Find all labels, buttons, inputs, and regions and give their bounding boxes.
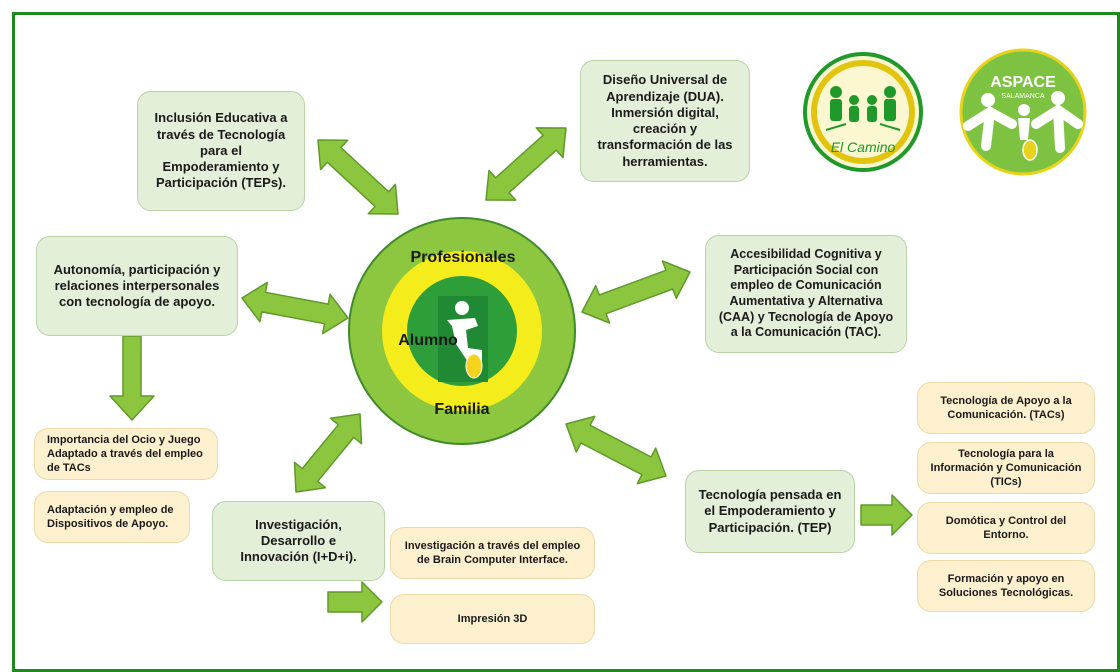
box-idi: Investigación, Desarrollo e Innovación (… xyxy=(212,501,385,581)
arrow-to-tep xyxy=(565,415,667,485)
arrow-to-accesibilidad xyxy=(581,260,691,324)
arrow-to-tep-inclusion xyxy=(317,139,399,215)
subbox-formacion: Formación y apoyo en Soluciones Tecnológ… xyxy=(917,560,1095,612)
subbox-impresion: Impresión 3D xyxy=(390,594,595,644)
arrows-group xyxy=(109,127,913,623)
subbox-bci: Investigación a través del empleo de Bra… xyxy=(390,527,595,579)
box-tep: Tecnología pensada en el Empoderamiento … xyxy=(685,470,855,553)
el-camino-logo-text: El Camino xyxy=(831,139,896,155)
aspace-logo-subtitle: SALAMANCA xyxy=(1001,93,1045,100)
box-dua: Diseño Universal de Aprendizaje (DUA). I… xyxy=(580,60,750,182)
arrow-tep-right xyxy=(860,494,913,536)
arrow-to-idi xyxy=(293,413,363,493)
family-label: Familia xyxy=(434,401,489,418)
aspace-logo-title: ASPACE xyxy=(990,74,1056,91)
arrow-to-autonomia xyxy=(241,281,349,335)
box-accesibilidad: Accesibilidad Cognitiva y Participación … xyxy=(705,235,907,353)
box-autonomia: Autonomía, participación y relaciones in… xyxy=(36,236,238,336)
subbox-ocio: Importancia del Ocio y Juego Adaptado a … xyxy=(34,428,218,480)
subbox-dispositivos: Adaptación y empleo de Dispositivos de A… xyxy=(34,491,190,543)
el-camino-logo: El Camino xyxy=(803,52,923,172)
subbox-domotica: Domótica y Control del Entorno. xyxy=(917,502,1095,554)
subbox-tacs: Tecnología de Apoyo a la Comunicación. (… xyxy=(917,382,1095,434)
box-tep-inclusion: Inclusión Educativa a través de Tecnolog… xyxy=(137,91,305,211)
student-label: Alumno xyxy=(398,332,458,349)
arrow-idi-right xyxy=(327,581,383,623)
student-wheelchair-icon xyxy=(438,296,488,382)
arrow-to-dua xyxy=(485,127,567,201)
subbox-tics: Tecnología para la Información y Comunic… xyxy=(917,442,1095,494)
professionals-label: Profesionales xyxy=(411,249,516,266)
aspace-logo: ASPACE SALAMANCA xyxy=(959,48,1087,176)
arrow-autonomia-down xyxy=(109,335,155,421)
